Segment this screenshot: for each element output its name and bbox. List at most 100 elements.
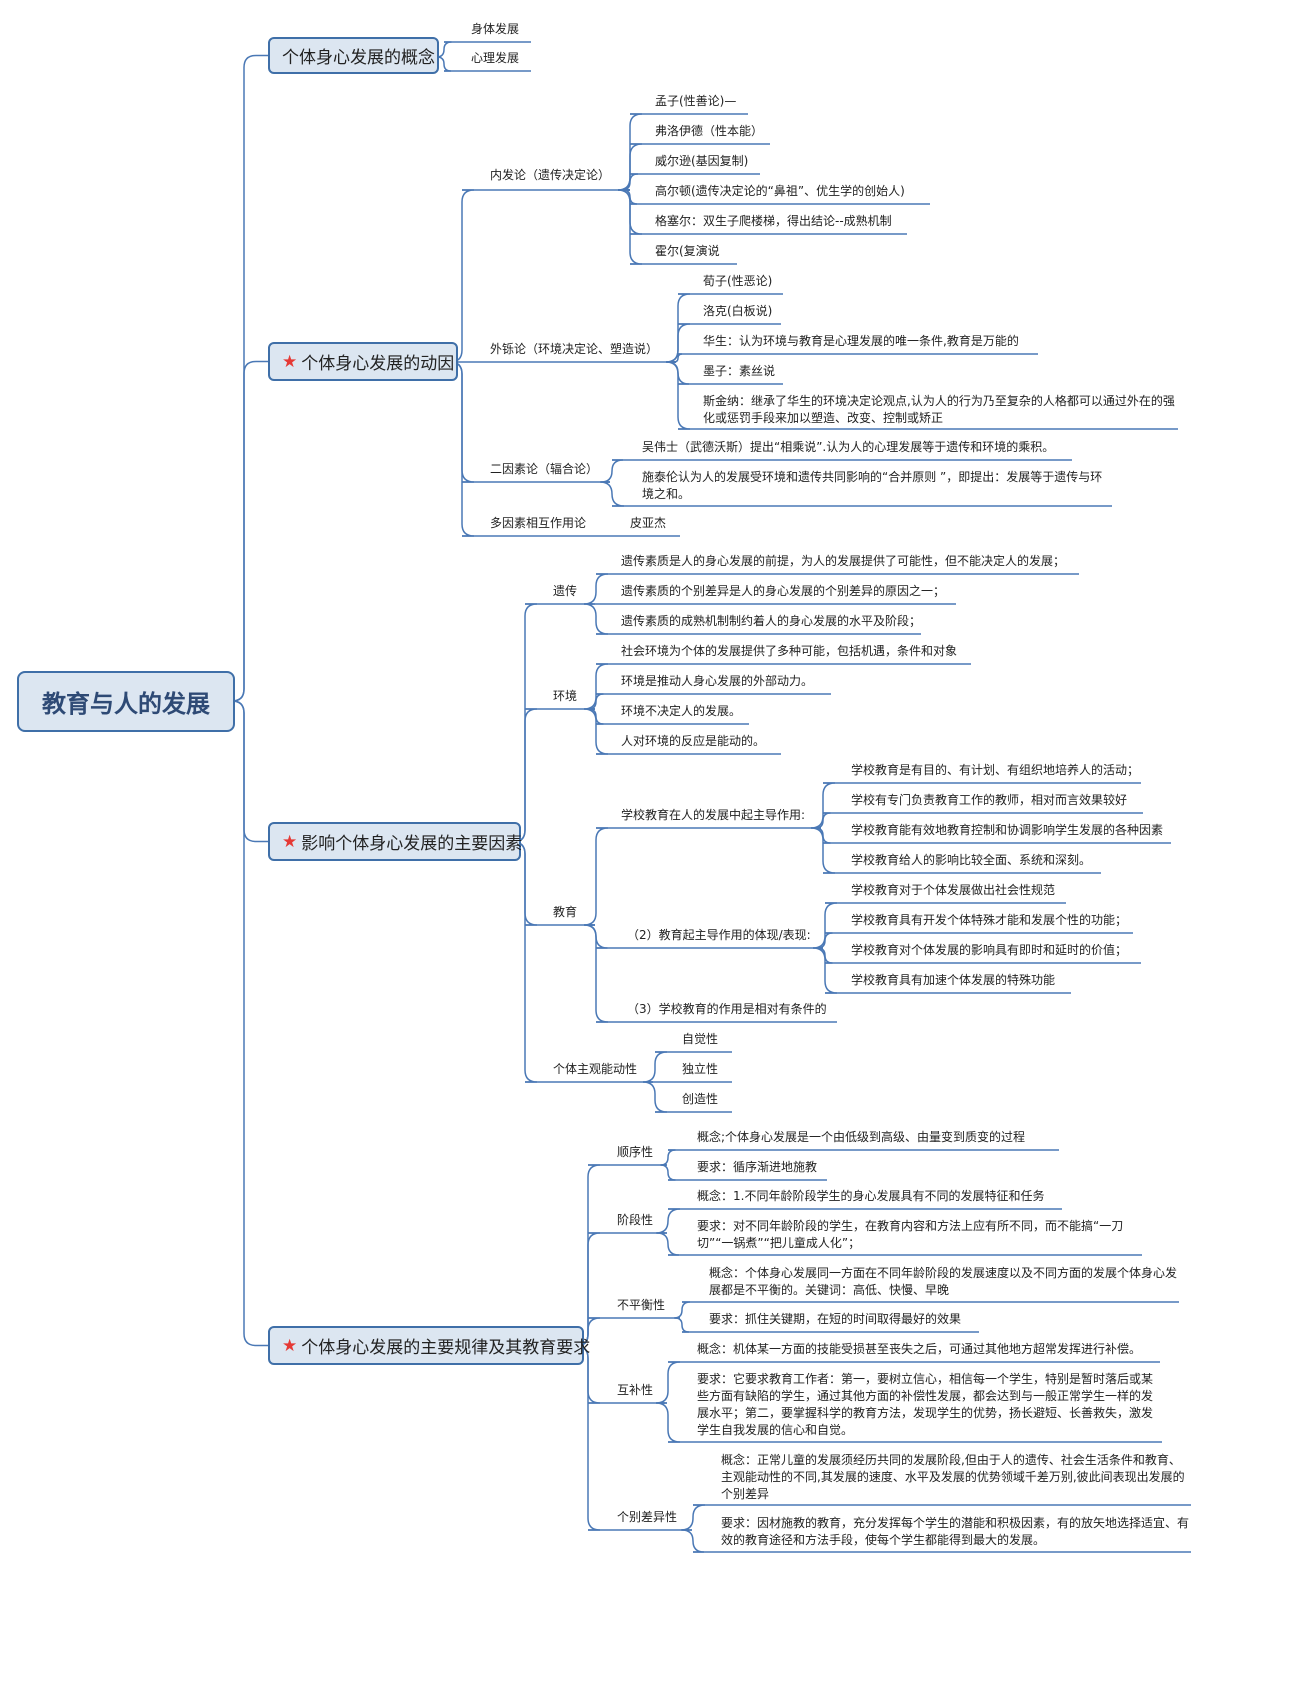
concept-physical[interactable]: 身体发展 [471, 21, 531, 38]
motive-dual-text: 二因素论（辐合论） [490, 462, 599, 476]
exogenous-locke-text: 洛克(白板说) [703, 304, 773, 318]
exogenous-locke[interactable]: 洛克(白板说) [703, 303, 781, 320]
initiative-independence-text: 独立性 [682, 1062, 719, 1076]
endogenous-wilson-text: 威尔逊(基因复制) [655, 154, 749, 168]
law-stage-text: 阶段性 [617, 1213, 654, 1227]
leading-purposeful[interactable]: 学校教育是有目的、有计划、有组织地培养人的活动； [851, 762, 1141, 779]
initiative-independence[interactable]: 独立性 [682, 1061, 732, 1078]
education-leading[interactable]: 学校教育在人的发展中起主导作用: [621, 807, 821, 824]
endogenous-mencius[interactable]: 孟子(性善论)— [655, 93, 748, 110]
endogenous-gesell[interactable]: 格塞尔：双生子爬楼梯，得出结论--成熟机制 [655, 213, 907, 230]
initiative-consciousness[interactable]: 自觉性 [682, 1031, 732, 1048]
motive-endogenous[interactable]: 内发论（遗传决定论） [490, 167, 630, 184]
sequence-requirement[interactable]: 要求：循序渐进地施教 [697, 1159, 827, 1176]
law-complement[interactable]: 互补性 [617, 1382, 665, 1399]
connector-root-topic-3 [231, 700, 268, 1347]
heredity-maturity[interactable]: 遗传素质的成熟机制制约着人的身心发展的水平及阶段； [621, 613, 921, 630]
individual-concept[interactable]: 概念：正常儿童的发展须经历共同的发展阶段,但由于人的遗传、社会生活条件和教育、主… [721, 1452, 1191, 1503]
manifest-talent[interactable]: 学校教育具有开发个体特殊才能和发展个性的功能； [851, 912, 1133, 929]
stage-concept[interactable]: 概念：1.不同年龄阶段学生的身心发展具有不同的发展特征和任务 [697, 1188, 1062, 1205]
stage-requirement-text: 要求：对不同年龄阶段的学生，在教育内容和方法上应有所不同，而不能搞“一刀切”“一… [697, 1219, 1124, 1250]
exogenous-watson[interactable]: 华生：认为环境与教育是心理发展的唯一条件,教育是万能的 [703, 333, 1038, 350]
complement-requirement[interactable]: 要求：它要求教育工作者：第一，要树立信心，相信每一个学生，特别是暂时落后或某些方… [697, 1371, 1162, 1439]
complement-concept[interactable]: 概念：机体某一方面的技能受损甚至丧失之后，可通过其他地方超常发挥进行补偿。 [697, 1341, 1160, 1358]
motive-dual[interactable]: 二因素论（辐合论） [490, 461, 610, 478]
connector-motive-exogenous-4 [665, 361, 691, 430]
topic-motive-text: 个体身心发展的动因 [301, 354, 455, 374]
factor-environment[interactable]: 环境 [553, 688, 593, 705]
topic-motive[interactable]: ★个体身心发展的动因 [268, 342, 458, 381]
factor-education[interactable]: 教育 [553, 904, 593, 921]
manifest-acceleration-text: 学校教育具有加速个体发展的特殊功能 [851, 973, 1056, 987]
initiative-creativity[interactable]: 创造性 [682, 1091, 732, 1108]
law-complement-text: 互补性 [617, 1383, 654, 1397]
environment-active-text: 人对环境的反应是能动的。 [621, 734, 766, 748]
topic-factors-text: 影响个体身心发展的主要因素 [301, 834, 523, 854]
stage-requirement[interactable]: 要求：对不同年龄阶段的学生，在教育内容和方法上应有所不同，而不能搞“一刀切”“一… [697, 1218, 1142, 1252]
motive-multi-text: 多因素相互作用论 [490, 516, 587, 530]
connector-root-topic-1 [231, 360, 268, 702]
education-conditional[interactable]: （3）学校教育的作用是相对有条件的 [627, 1001, 837, 1018]
topic-factors[interactable]: ★影响个体身心发展的主要因素 [268, 822, 523, 861]
concept-psychological-text: 心理发展 [471, 51, 520, 65]
dual-stern[interactable]: 施泰伦认为人的发展受环境和遗传共同影响的“合并原则 ”，即提出：发展等于遗传与环… [642, 469, 1112, 503]
factor-initiative[interactable]: 个体主观能动性 [553, 1061, 653, 1078]
environment-driver[interactable]: 环境是推动人身心发展的外部动力。 [621, 673, 831, 690]
endogenous-galton-text: 高尔顿(遗传决定论的“鼻祖”、优生学的创始人) [655, 184, 905, 198]
connector-law-complement-1 [655, 1402, 681, 1443]
manifest-acceleration[interactable]: 学校教育具有加速个体发展的特殊功能 [851, 972, 1071, 989]
environment-possibility[interactable]: 社会环境为个体的发展提供了多种可能，包括机遇，条件和对象 [621, 643, 971, 660]
exogenous-mozi[interactable]: 墨子：素丝说 [703, 363, 783, 380]
leading-control[interactable]: 学校教育能有效地教育控制和协调影响学生发展的各种因素 [851, 822, 1171, 839]
leading-comprehensive[interactable]: 学校教育给人的影响比较全面、系统和深刻。 [851, 852, 1101, 869]
exogenous-xunzi-text: 荀子(性恶论) [703, 274, 773, 288]
connector-topic-concept-1 [436, 56, 452, 72]
endogenous-freud[interactable]: 弗洛伊德（性本能） [655, 123, 770, 140]
law-sequence[interactable]: 顺序性 [617, 1144, 665, 1161]
topic-laws[interactable]: ★个体身心发展的主要规律及其教育要求 [268, 1326, 590, 1365]
exogenous-skinner[interactable]: 斯金纳：继承了华生的环境决定论观点,认为人的行为乃至复杂的人格都可以通过外在的强… [703, 393, 1178, 427]
multi-piaget[interactable]: 皮亚杰 [630, 515, 680, 532]
endogenous-mencius-text: 孟子(性善论)— [655, 94, 737, 108]
exogenous-watson-text: 华生：认为环境与教育是心理发展的唯一条件,教育是万能的 [703, 334, 1019, 348]
motive-exogenous[interactable]: 外铄论（环境决定论、塑造说） [490, 341, 676, 358]
imbalance-concept[interactable]: 概念：个体身心发展同一方面在不同年龄阶段的发展速度以及不同方面的发展个体身心发展… [709, 1265, 1179, 1299]
dual-woodworth[interactable]: 吴伟士（武德沃斯）提出“相乘说”.认为人的心理发展等于遗传和环境的乘积。 [642, 439, 1072, 456]
endogenous-galton[interactable]: 高尔顿(遗传决定论的“鼻祖”、优生学的创始人) [655, 183, 930, 200]
star-icon: ★ [282, 1335, 298, 1356]
multi-piaget-text: 皮亚杰 [630, 516, 667, 530]
environment-not-decisive[interactable]: 环境不决定人的发展。 [621, 703, 749, 720]
manifest-timing[interactable]: 学校教育对个体发展的影响具有即时和延时的价值； [851, 942, 1141, 959]
connector-law-individual-1 [681, 1529, 705, 1553]
manifest-social-norm[interactable]: 学校教育对于个体发展做出社会性规范 [851, 882, 1066, 899]
heredity-premise[interactable]: 遗传素质是人的身心发展的前提，为人的发展提供了可能性，但不能决定人的发展； [621, 553, 1079, 570]
leading-teachers[interactable]: 学校有专门负责教育工作的教师，相对而言效果较好 [851, 792, 1143, 809]
initiative-creativity-text: 创造性 [682, 1092, 719, 1106]
sequence-concept[interactable]: 概念;个体身心发展是一个由低级到高级、由量变到质变的过程 [697, 1129, 1059, 1146]
individual-requirement[interactable]: 要求：因材施教的教育，充分发挥每个学生的潜能和积极因素，有的放矢地选择适宜、有效… [721, 1515, 1191, 1549]
motive-multi[interactable]: 多因素相互作用论 [490, 515, 617, 532]
factor-heredity-text: 遗传 [553, 584, 578, 598]
exogenous-xunzi[interactable]: 荀子(性恶论) [703, 273, 783, 290]
environment-active[interactable]: 人对环境的反应是能动的。 [621, 733, 781, 750]
root-topic[interactable]: 教育与人的发展 [17, 671, 235, 732]
factor-heredity[interactable]: 遗传 [553, 583, 593, 600]
heredity-difference[interactable]: 遗传素质的个别差异是人的身心发展的个别差异的原因之一； [621, 583, 956, 600]
heredity-premise-text: 遗传素质是人的身心发展的前提，为人的发展提供了可能性，但不能决定人的发展； [621, 554, 1066, 568]
law-stage[interactable]: 阶段性 [617, 1212, 665, 1229]
motive-endogenous-text: 内发论（遗传决定论） [490, 168, 611, 182]
connector-factor-environment-3 [583, 708, 609, 755]
education-leading-text: 学校教育在人的发展中起主导作用: [621, 808, 806, 822]
imbalance-requirement[interactable]: 要求：抓住关键期，在短的时间取得最好的效果 [709, 1311, 979, 1328]
law-imbalance[interactable]: 不平衡性 [617, 1297, 677, 1314]
topic-concept[interactable]: 个体身心发展的概念 [268, 37, 439, 74]
law-individual[interactable]: 个别差异性 [617, 1509, 689, 1526]
concept-psychological[interactable]: 心理发展 [471, 50, 531, 67]
manifest-social-norm-text: 学校教育对于个体发展做出社会性规范 [851, 883, 1056, 897]
individual-requirement-text: 要求：因材施教的教育，充分发挥每个学生的潜能和积极因素，有的放矢地选择适宜、有效… [721, 1516, 1190, 1547]
education-manifest[interactable]: （2）教育起主导作用的体现/表现: [627, 927, 823, 944]
endogenous-wilson[interactable]: 威尔逊(基因复制) [655, 153, 760, 170]
connector-education-manifest-3 [812, 947, 838, 994]
endogenous-hall[interactable]: 霍尔(复演说 [655, 243, 737, 260]
leading-purposeful-text: 学校教育是有目的、有计划、有组织地培养人的活动； [851, 763, 1140, 777]
